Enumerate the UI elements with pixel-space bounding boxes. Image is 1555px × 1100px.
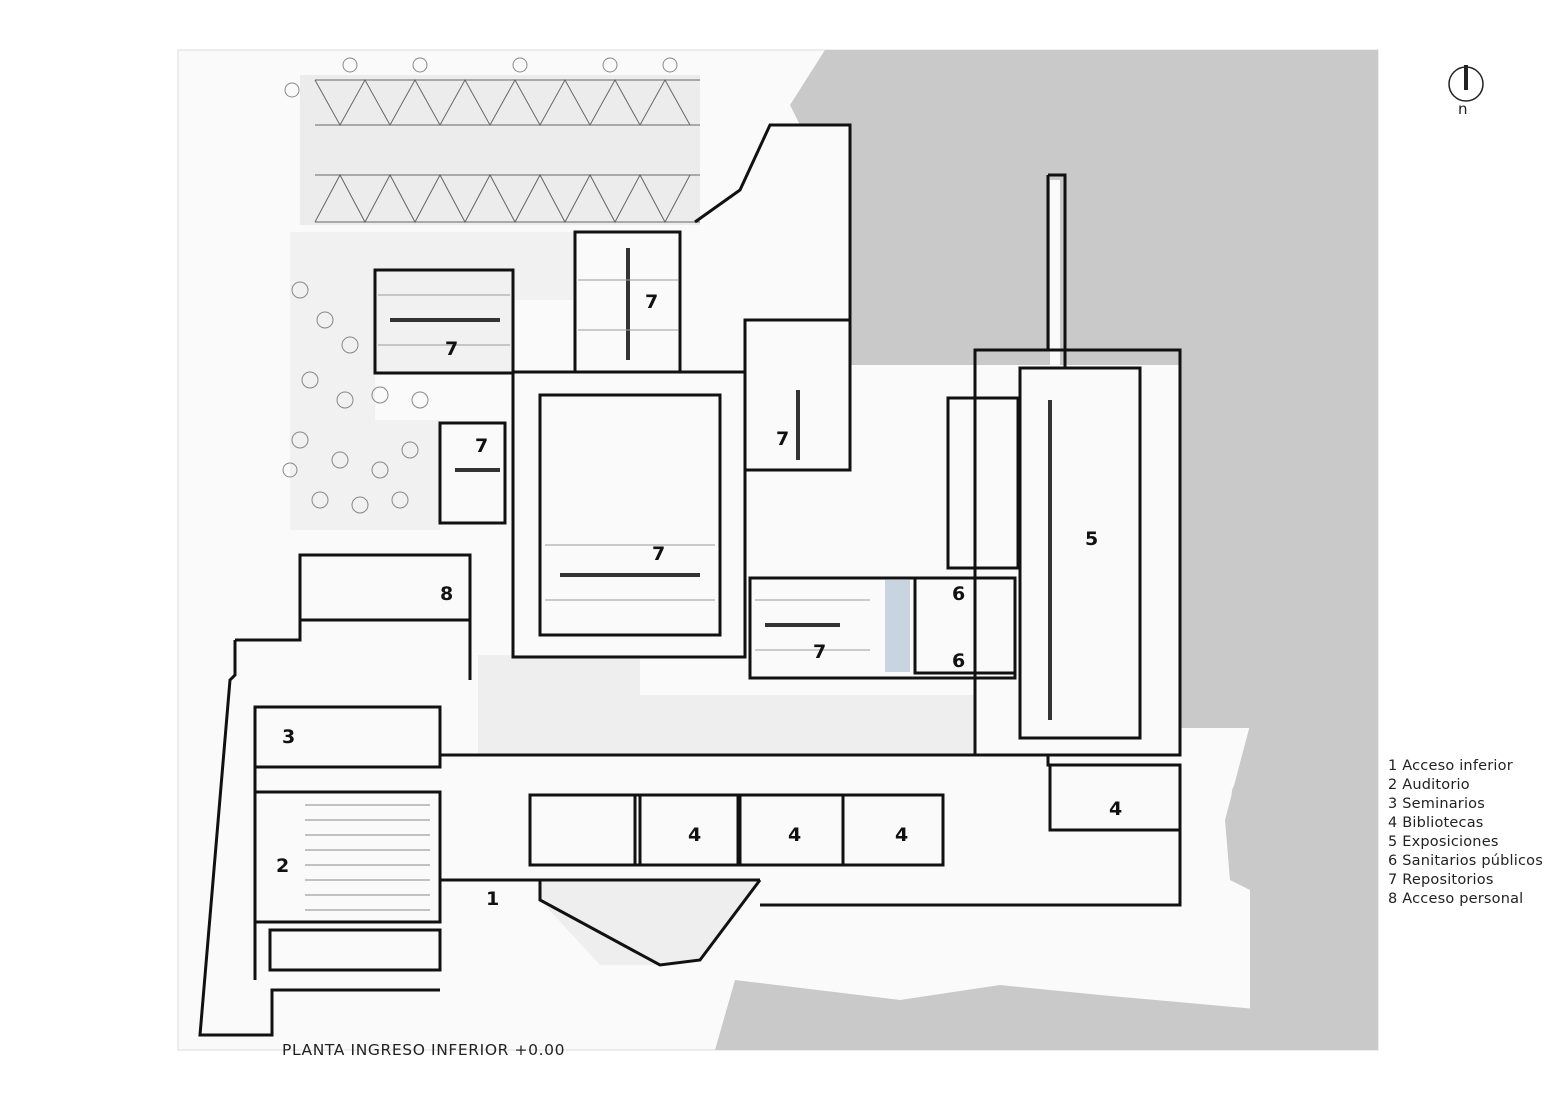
garden-area [290,232,575,530]
legend-item: 6 Sanitarios públicos [1388,853,1543,869]
legend-item: 5 Exposiciones [1388,834,1499,850]
legend-item: 4 Bibliotecas [1388,815,1484,831]
label-5: 5 [1085,528,1098,550]
label-7d: 7 [776,428,789,450]
neighbour-dark-area [833,50,1378,930]
building-walls [198,123,1182,1037]
legend-item: 7 Repositorios [1388,872,1494,888]
label-6b: 6 [952,650,965,672]
label-6a: 6 [952,583,965,605]
label-2: 2 [276,855,289,877]
entrance-plaza [540,880,760,965]
label-8: 8 [440,583,453,605]
north-label: n [1458,100,1468,118]
courtyard-paving [478,655,975,755]
label-4c: 4 [895,824,908,846]
label-4b: 4 [788,824,801,846]
label-1: 1 [486,888,499,910]
toilet-water-feature [885,580,910,672]
legend-item: 2 Auditorio [1388,777,1470,793]
room-labels: 1 2 3 4 4 4 4 5 6 6 7 7 7 7 7 7 8 [276,291,1122,910]
auditorium-seating [305,804,430,911]
parking-area [300,75,700,225]
legend-item: 8 Acceso personal [1388,891,1524,907]
label-7f: 7 [813,641,826,663]
label-4a: 4 [688,824,701,846]
label-7b: 7 [645,291,658,313]
plan-title: PLANTA INGRESO INFERIOR +0.00 [282,1041,566,1059]
legend-item: 1 Acceso inferior [1388,758,1513,774]
label-7e: 7 [652,543,665,565]
label-7c: 7 [475,435,488,457]
neighbour-dark-area-2 [790,50,1378,1050]
label-7a: 7 [445,338,458,360]
legend: 1 Acceso inferior 2 Auditorio 3 Seminari… [1388,757,1543,909]
shelf-hatching [378,279,870,651]
shelving [390,248,1052,720]
parking-stalls [314,78,700,224]
trees [282,57,678,514]
legend-item: 3 Seminarios [1388,796,1486,812]
label-4d: 4 [1109,798,1122,820]
north-arrow-icon [1448,65,1484,102]
lower-dark-area [715,980,1378,1050]
label-3: 3 [282,726,295,748]
